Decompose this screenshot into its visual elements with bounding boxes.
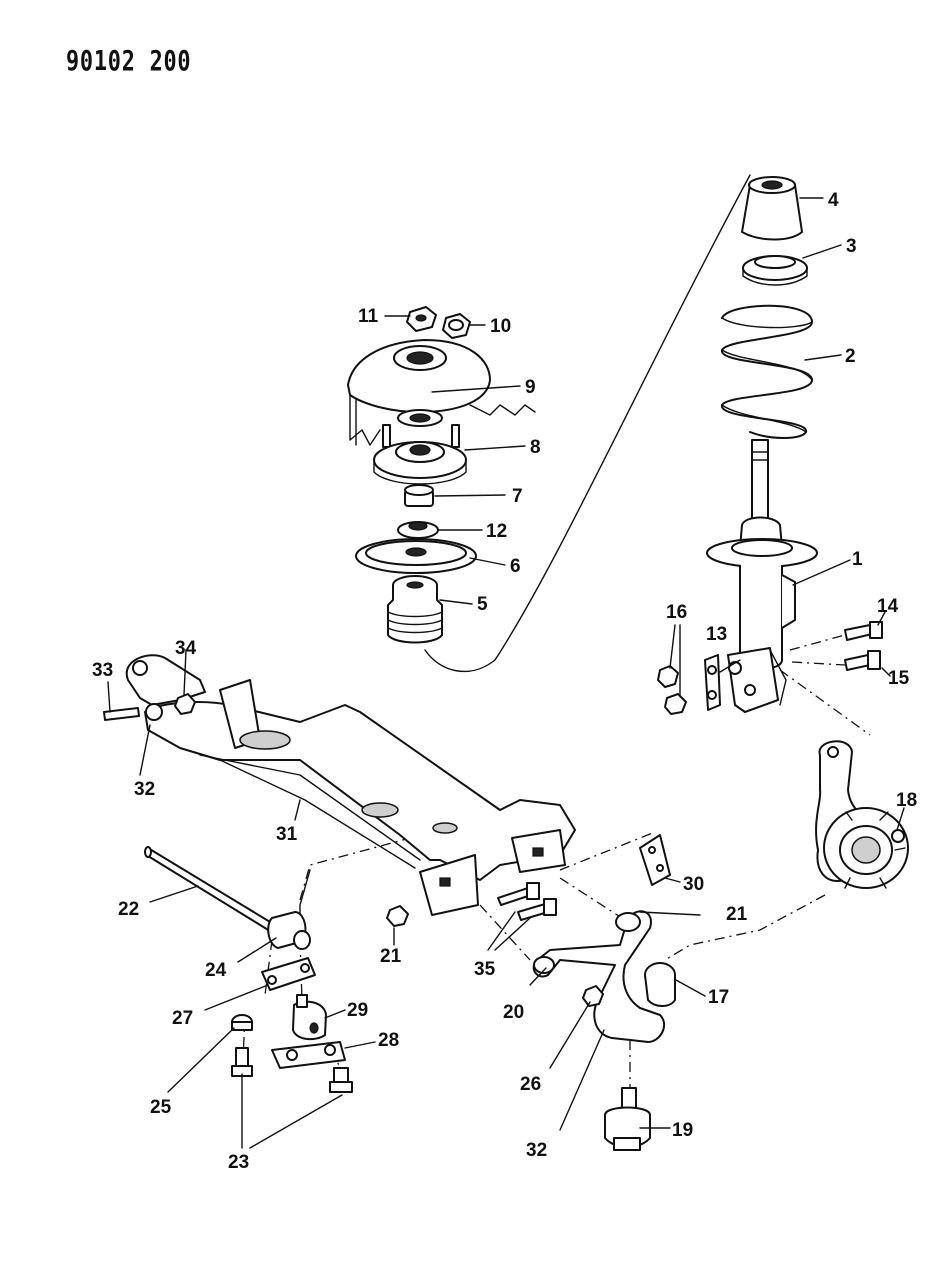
bracket-28 xyxy=(271,1041,346,1069)
washer-25 xyxy=(231,1014,253,1031)
document-id: 90102 200 xyxy=(66,44,192,77)
callout-3: 3 xyxy=(846,236,857,257)
callout-34: 34 xyxy=(175,638,197,659)
callout-29: 29 xyxy=(347,1000,368,1021)
strut-tower-9 xyxy=(347,339,536,446)
bolts-23 xyxy=(231,1047,353,1093)
connector-crossmember-to-bar xyxy=(299,829,441,901)
callout-10: 10 xyxy=(490,316,511,337)
callout-16: 16 xyxy=(666,602,687,623)
bolt-15-line xyxy=(791,661,846,666)
retainer-27 xyxy=(261,957,316,991)
strut-1 xyxy=(706,439,818,713)
callout-7: 7 xyxy=(512,486,523,507)
connector-strut-to-knuckle xyxy=(779,669,871,736)
callout-23: 23 xyxy=(228,1152,249,1173)
callout-22: 22 xyxy=(118,899,139,920)
callout-26: 26 xyxy=(520,1074,541,1095)
upper-seat-6 xyxy=(355,538,477,574)
connector-bolt-35-a xyxy=(479,904,531,961)
nut-21-left xyxy=(386,905,409,927)
bracket-30 xyxy=(639,834,671,886)
callout-25: 25 xyxy=(150,1097,172,1118)
callout-21-right: 21 xyxy=(726,904,748,925)
bolt-15 xyxy=(844,650,881,671)
callout-33: 33 xyxy=(92,660,113,681)
callout-31: 31 xyxy=(276,824,298,845)
callout-21-left: 21 xyxy=(380,946,402,967)
callout-12: 12 xyxy=(486,521,507,542)
callout-6: 6 xyxy=(510,556,521,577)
callout-27: 27 xyxy=(172,1008,193,1029)
callout-18: 18 xyxy=(896,790,917,811)
dust-boot-4 xyxy=(741,176,803,241)
ball-joint-19 xyxy=(604,1087,651,1151)
bearing-7 xyxy=(404,484,434,507)
bushing-24 xyxy=(267,911,311,950)
callout-2: 2 xyxy=(845,346,856,367)
callout-1: 1 xyxy=(852,549,863,570)
callout-4: 4 xyxy=(828,190,839,211)
left-knuckle-33-34 xyxy=(103,654,206,721)
callout-35: 35 xyxy=(474,959,496,980)
crossmember-31 xyxy=(144,679,576,936)
callout-28: 28 xyxy=(378,1030,399,1051)
bushing-29 xyxy=(292,994,327,1041)
callout-8: 8 xyxy=(530,437,541,458)
lower-control-arm-32 xyxy=(532,910,676,1043)
connector-jounce-bumper-to-strut xyxy=(424,174,751,673)
callout-14: 14 xyxy=(877,596,899,617)
spacer-12 xyxy=(397,521,439,539)
callout-15: 15 xyxy=(888,668,910,689)
callout-9: 9 xyxy=(525,377,536,398)
spring-seat-3 xyxy=(742,255,808,286)
bolt-14-line xyxy=(789,634,846,651)
stabilizer-bar-22 xyxy=(144,846,281,937)
callout-13: 13 xyxy=(706,624,727,645)
callout-5: 5 xyxy=(477,594,488,615)
bolt-14 xyxy=(844,621,883,641)
callout-30: 30 xyxy=(683,874,704,895)
knuckle-hub-18 xyxy=(815,740,909,889)
nut-11 xyxy=(406,306,437,332)
callout-32-left: 32 xyxy=(134,779,155,800)
coil-spring-2 xyxy=(721,304,813,439)
callout-17: 17 xyxy=(708,987,729,1008)
leader-lines xyxy=(107,197,905,1149)
callout-32-right: 32 xyxy=(526,1140,547,1161)
connector-bracket-30 xyxy=(559,831,656,871)
bracket-13 xyxy=(704,654,721,711)
callout-11: 11 xyxy=(358,306,379,327)
connector-knuckle-to-arm xyxy=(664,894,826,961)
jounce-bumper-5 xyxy=(387,575,443,644)
callout-labels: 1 2 3 4 5 6 7 8 9 10 11 12 13 14 15 16 1… xyxy=(92,190,917,1173)
connector-bolt-35-b xyxy=(559,877,626,921)
callout-20: 20 xyxy=(503,1002,524,1023)
nut-10 xyxy=(442,313,471,339)
callout-19: 19 xyxy=(672,1120,693,1141)
strut-mount-8 xyxy=(373,424,467,485)
callout-24: 24 xyxy=(205,960,227,981)
nuts-16 xyxy=(657,665,687,715)
bolts-35 xyxy=(497,882,557,921)
